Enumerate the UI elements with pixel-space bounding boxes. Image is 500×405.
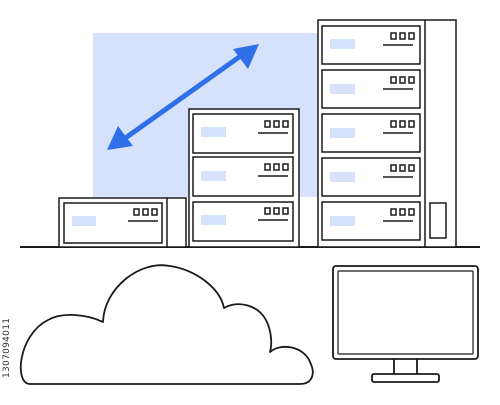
server-rack-icon [188,108,300,248]
server-unit [321,157,421,197]
monitor-icon [332,265,479,383]
server-unit [192,156,294,197]
rack-door-panel [429,202,447,239]
server-rack-icon [58,197,187,248]
server-unit [192,113,294,154]
server-unit [192,201,294,242]
cloud-icon [19,264,314,385]
server-unit [321,201,421,241]
server-unit [321,25,421,65]
scale-arrow-icon [107,44,259,150]
server-unit [321,113,421,153]
server-rack-icon [317,19,457,248]
server-unit [321,69,421,109]
